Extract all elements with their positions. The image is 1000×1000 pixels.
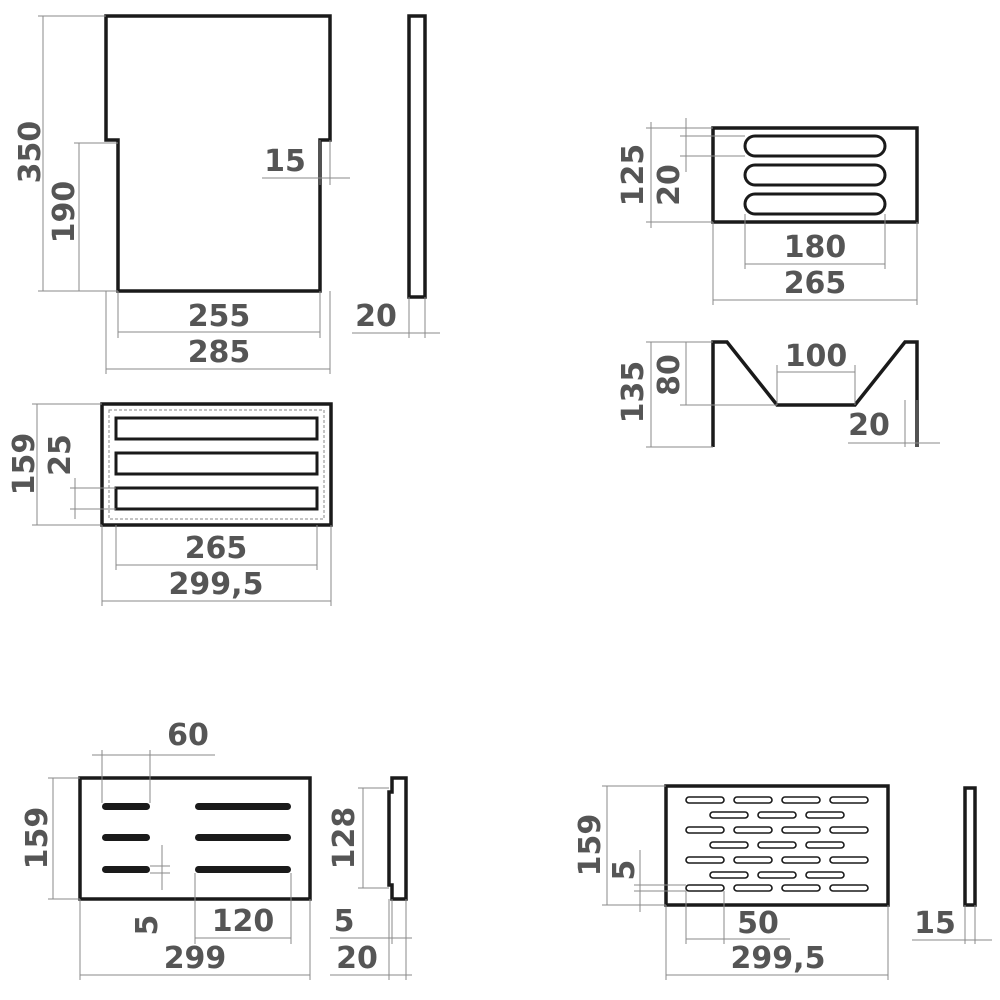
shelf-hole [733,856,773,864]
shelf-edge-view [963,786,977,907]
shelf-hole [685,826,725,834]
v-holder: 135 80 100 20 [616,339,940,448]
shelf-hole [685,856,725,864]
tray-slot [114,486,319,511]
shelf-hole [805,841,845,849]
dim-shelf-height: 159 [573,814,608,877]
shelf-hole [829,826,869,834]
dim-tray-slot-gap: 25 [43,434,78,476]
dim-v-holder-height: 135 [616,361,651,424]
top-holder-slot [743,163,887,187]
shelf-hole [781,856,821,864]
shelf-hole [709,841,749,849]
shelf-hole [829,884,869,892]
dim-v-holder-wall: 20 [848,408,890,443]
v-holder-profile [711,340,919,447]
dim-shelf-thickness: 15 [914,906,956,941]
shelf-hole [757,811,797,819]
dim-lid-holder-side-thickness: 20 [336,941,378,976]
lid-holder-slot-long [195,834,291,841]
lid-holder-slot-short [102,834,150,841]
dim-lid-holder-slot-width: 5 [130,915,165,936]
dim-top-holder-slot-length: 180 [784,230,847,265]
tray-inner-dashed [108,409,325,520]
dim-side-thickness: 20 [355,299,397,334]
perforated-shelf: 159 5 50 299,5 15 [573,784,992,980]
dim-tray-outer-width: 299,5 [169,567,264,602]
dim-side-outer-width: 285 [188,335,251,370]
shelf-hole [757,841,797,849]
shelf-hole [829,856,869,864]
shelf-hole [829,796,869,804]
top-holder-outline [711,126,919,224]
dim-top-holder-width: 265 [784,266,847,301]
dim-lid-holder-slot-long: 120 [212,904,275,939]
dim-lid-holder-side-lip: 5 [334,904,355,939]
shelf-hole [781,796,821,804]
lid-holder-slot-short [102,866,150,873]
shelf-hole [709,871,749,879]
dim-side-step: 15 [264,144,306,179]
dim-lid-holder-side-height: 128 [327,807,362,870]
lid-holder: 60 159 5 120 299 128 5 20 [20,718,412,980]
shelf-hole [709,811,749,819]
shelf-holes [685,796,869,892]
side-panel-edge-view [407,14,427,299]
shelf-hole [733,826,773,834]
dim-shelf-hole-length: 50 [737,906,779,941]
dim-tray-height: 159 [7,433,42,496]
top-holder: 125 20 180 265 [616,118,919,305]
dim-tray-inner-width: 265 [185,531,248,566]
shelf-hole [733,796,773,804]
top-holder-slot [743,134,887,158]
dim-lid-holder-height: 159 [20,807,55,870]
lid-holder-slot-long [195,866,291,873]
lid-holder-slot-long [195,803,291,810]
shelf-hole [781,884,821,892]
shelf-hole [805,871,845,879]
cutting-board-tray: 159 25 265 299,5 [7,402,333,606]
shelf-hole [733,884,773,892]
shelf-hole [781,826,821,834]
lid-holder-side-profile [387,776,408,901]
dim-lid-holder-width: 299 [164,941,227,976]
shelf-hole [685,884,725,892]
side-panel: 350 190 15 255 285 20 [13,14,440,374]
shelf-hole [757,871,797,879]
shelf-outline [664,784,890,907]
dim-side-lower-height: 190 [47,181,82,244]
dim-lid-holder-slot-short: 60 [167,718,209,753]
dim-side-inner-width: 255 [188,299,251,334]
shelf-hole [685,796,725,804]
dim-shelf-width: 299,5 [731,941,826,976]
dim-v-holder-v-depth: 80 [652,354,687,396]
dim-side-height: 350 [13,121,48,184]
tray-slot [114,451,319,476]
tray-slot [114,416,319,441]
tray-outline [100,402,333,527]
dim-v-holder-bottom-width: 100 [785,339,848,374]
shelf-hole [805,811,845,819]
dim-top-holder-slot-width: 20 [652,164,687,206]
top-holder-slot [743,192,887,216]
dim-top-holder-height: 125 [616,144,651,207]
lid-holder-slot-short [102,803,150,810]
dim-shelf-hole-width: 5 [607,860,642,881]
